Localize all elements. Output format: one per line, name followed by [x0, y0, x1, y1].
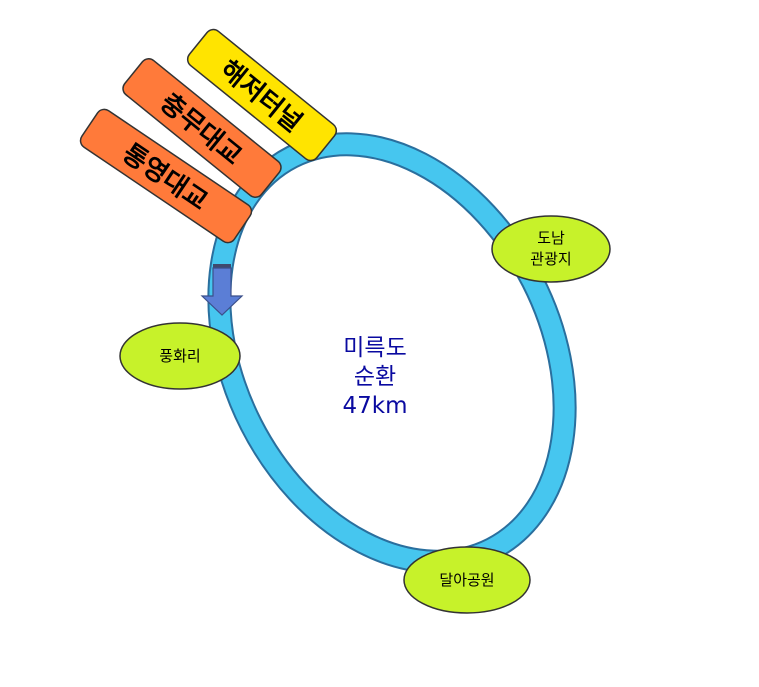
- stop-donam: 도남 관광지: [491, 215, 611, 283]
- center-label-line1: 미륵도: [343, 335, 406, 361]
- stop-label: 풍화리: [159, 347, 200, 365]
- arrow-down-icon: [200, 264, 244, 316]
- center-label-line2: 순환: [354, 364, 396, 390]
- center-label-line3: 47km: [343, 393, 408, 419]
- stop-dala-park: 달아공원: [403, 546, 531, 614]
- stop-label: 도남: [537, 229, 565, 247]
- stop-label-line2: 관광지: [530, 250, 571, 268]
- stop-punghwari: 풍화리: [119, 322, 241, 390]
- center-label: 미륵도 순환 47km: [343, 335, 408, 419]
- stop-label: 달아공원: [439, 571, 494, 589]
